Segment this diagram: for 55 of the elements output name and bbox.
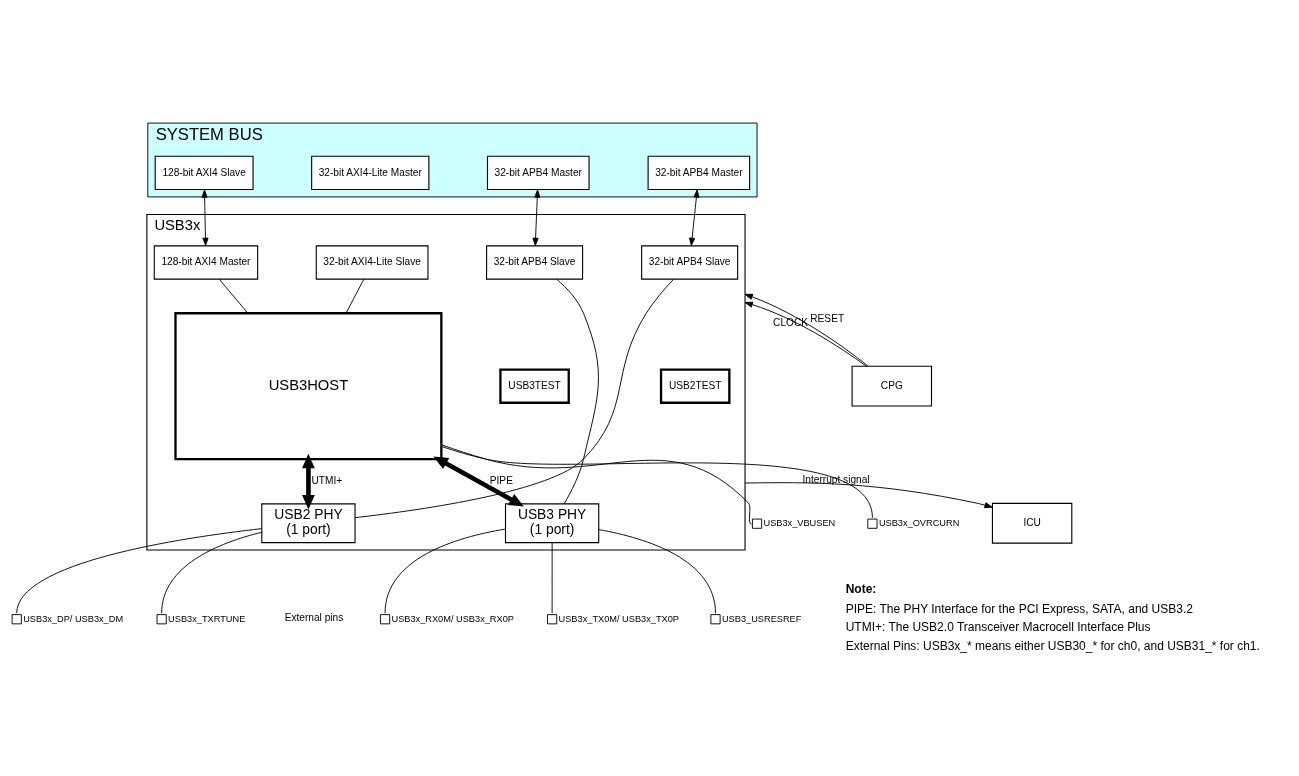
- edge-label: RESET: [810, 313, 845, 325]
- connector: [161, 531, 263, 614]
- arrow: [689, 189, 700, 246]
- edge-label: Interrupt signal: [802, 474, 870, 486]
- edge-label: PIPE: [489, 474, 513, 486]
- node-label: USB3x_TXRTUNE: [168, 613, 246, 624]
- node-label: USB3x_OVRCURN: [878, 518, 960, 528]
- node-label: USB3x_TX0M/ USB3x_TX0P: [558, 613, 679, 624]
- connector: [345, 278, 365, 314]
- connector: [598, 529, 716, 614]
- label: External Pins: USB3x_* means either USB30_* for ch0, and USB31_* for ch1.: [845, 638, 1260, 653]
- node-box: 32-bit APB4 Slave: [486, 245, 584, 280]
- label: Note:: [845, 582, 877, 597]
- connector: [441, 445, 873, 519]
- node-box: 32-bit APB4 Slave: [641, 245, 739, 280]
- label: PIPE: The PHY Interface for the PCI Express, SATA, and USB3.2: [845, 601, 1193, 616]
- node-box: [867, 518, 878, 529]
- connector: [218, 278, 249, 314]
- node-box: USB3TEST: [499, 368, 570, 404]
- arrow: [433, 456, 524, 507]
- node-box: [156, 614, 167, 625]
- node-box: USB2 PHY (1 port): [261, 503, 356, 544]
- node-box: 32-bit APB4 Master: [486, 155, 590, 191]
- node-box: 128-bit AXI4 Master: [153, 245, 259, 280]
- node-box: USB2TEST: [659, 368, 731, 404]
- node-label: USB3_USRESREF: [721, 613, 802, 624]
- node-label: USB3x_VBUSEN: [763, 518, 836, 528]
- node-box: CPG: [851, 365, 933, 407]
- arrow: [532, 189, 541, 246]
- connector: [384, 528, 506, 614]
- arrow: [201, 189, 209, 246]
- node-box: [547, 614, 558, 625]
- connector: [556, 278, 599, 505]
- arrow: [302, 453, 315, 510]
- edge-label: UTMI+: [311, 474, 343, 486]
- node-box: [379, 614, 391, 625]
- connector: [16, 528, 262, 614]
- node-box: ICU: [991, 502, 1073, 544]
- label: External pins: [284, 612, 344, 624]
- label: UTMI+: The USB2.0 Transceiver Macrocell Interface Plus: [845, 620, 1151, 635]
- node-box: [751, 518, 763, 529]
- connector: [551, 542, 553, 614]
- node-label: USB3x_RX0M/ USB3x_RX0P: [391, 613, 514, 624]
- node-box: 32-bit APB4 Master: [647, 155, 751, 191]
- arrow: [744, 482, 993, 509]
- node-box: 32-bit AXI4-Lite Slave: [315, 245, 429, 280]
- node-label: USB3x_DP/ USB3x_DM: [23, 613, 124, 624]
- connector: [440, 444, 752, 525]
- node-box: USB3 PHY (1 port): [504, 503, 600, 544]
- connector: [354, 278, 674, 519]
- node-box: [11, 614, 22, 625]
- node-box: [710, 614, 721, 625]
- node-box: 32-bit AXI4-Lite Master: [311, 155, 430, 191]
- node-box: 128-bit AXI4 Slave: [154, 155, 254, 191]
- node-box: USB3HOST: [174, 312, 443, 461]
